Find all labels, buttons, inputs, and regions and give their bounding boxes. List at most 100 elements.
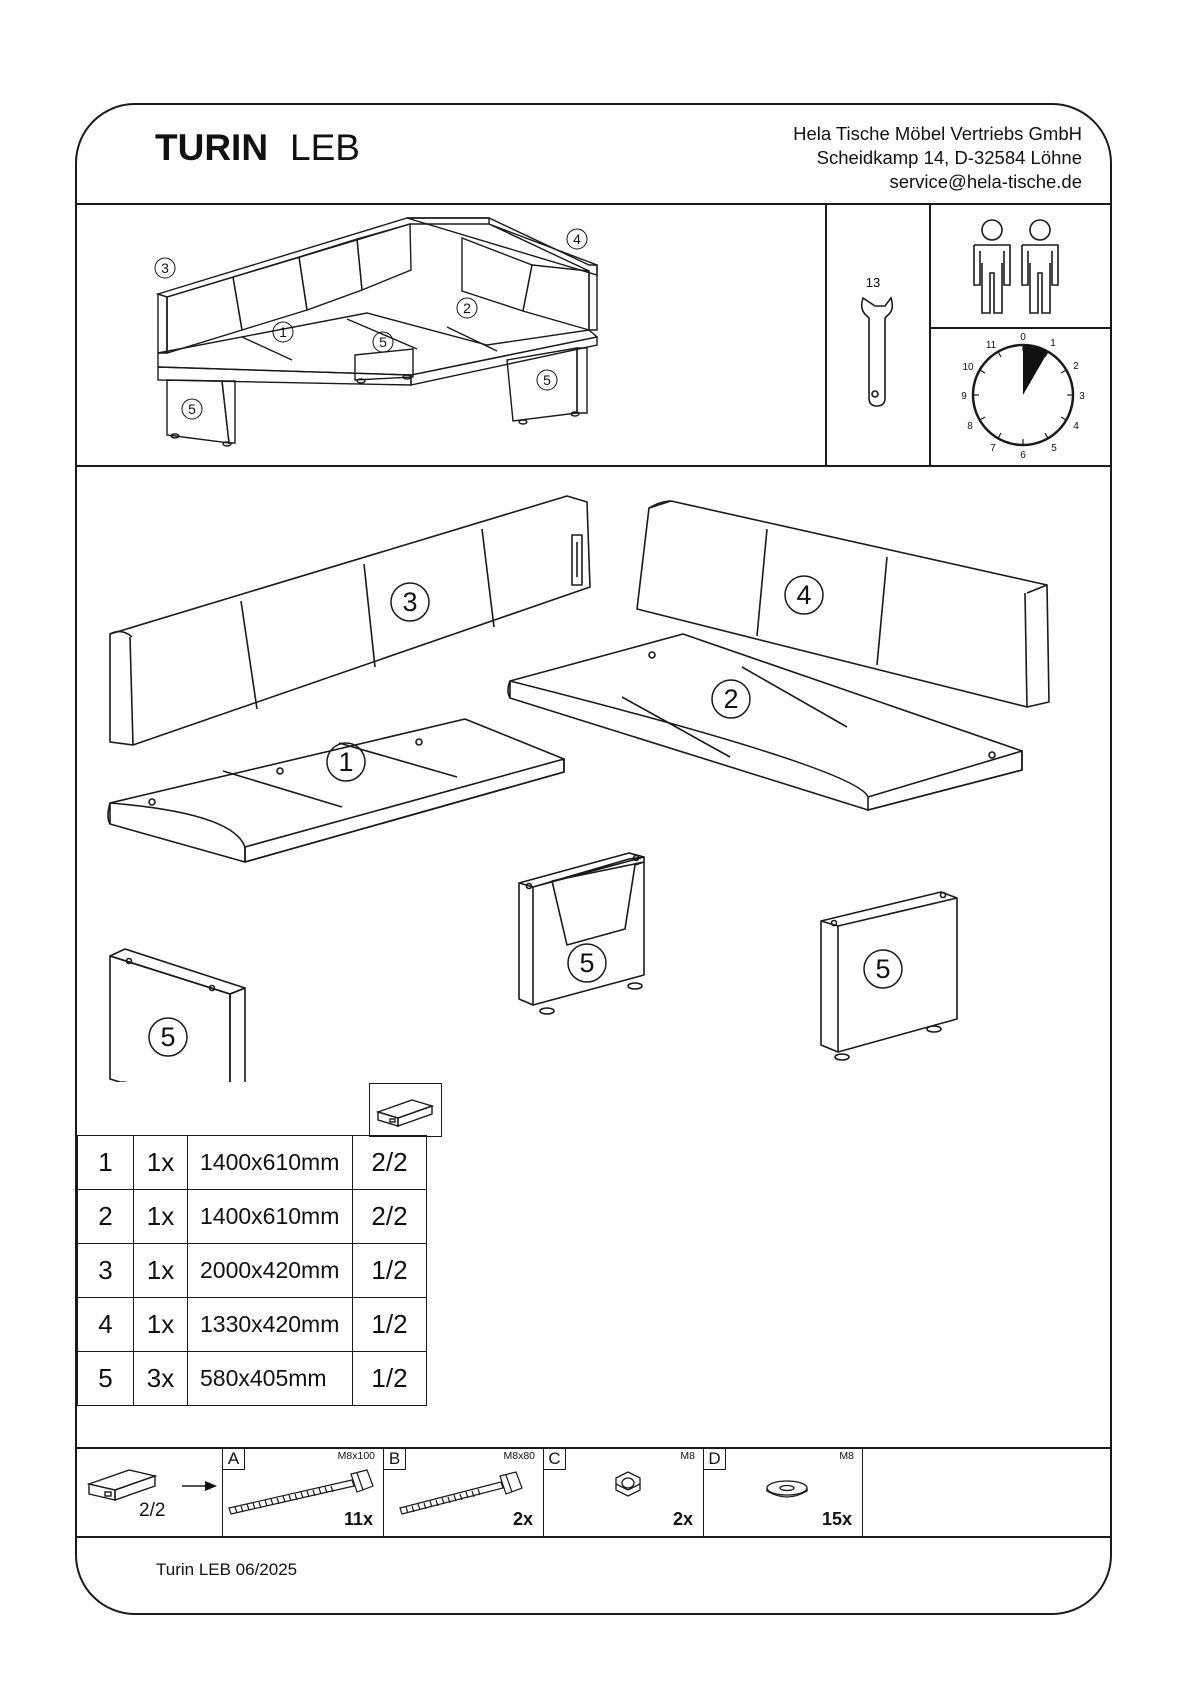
part-label-5: 5 (875, 954, 890, 984)
part-qty: 3x (133, 1351, 188, 1406)
part-dimensions: 2000x420mm (187, 1243, 353, 1298)
part-label-5: 5 (579, 948, 594, 978)
hardware-item-c: C M8 2x (543, 1448, 703, 1536)
part-number: 5 (77, 1351, 134, 1406)
clock-num-9: 9 (961, 391, 967, 402)
part-dimensions: 1400x610mm (187, 1189, 353, 1244)
hardware-top-divider (77, 1447, 1110, 1449)
part-box: 2/2 (352, 1135, 427, 1190)
hardware-box-label: 2/2 (139, 1500, 166, 1521)
header-divider (77, 203, 1110, 205)
hardware-row: 2/2 A M8x100 11x B M8x80 (77, 1448, 1110, 1536)
time-divider (929, 327, 1110, 329)
part-number: 4 (77, 1297, 134, 1352)
hardware-item-b: B M8x80 2x (383, 1448, 543, 1536)
company-address: Hela Tische Möbel Vertriebs GmbH Scheidk… (793, 122, 1082, 194)
hardware-letter: C (544, 1448, 566, 1470)
wrench-icon: 13 (860, 275, 894, 407)
part-number: 2 (77, 1189, 134, 1244)
part-label-4: 4 (796, 580, 811, 610)
persons-divider (929, 203, 931, 465)
company-street: Scheidkamp 14, D-32584 Löhne (816, 147, 1082, 168)
clock-num-4: 4 (1073, 421, 1079, 432)
overview-label-4: 4 (573, 231, 581, 247)
assembly-time-clock-icon: 0 1 2 3 4 5 6 7 8 9 10 11 (961, 332, 1085, 461)
overview-label-3: 3 (161, 260, 169, 276)
part-qty: 1x (133, 1135, 188, 1190)
overview-illustration: 3 4 1 2 5 5 5 (154, 217, 599, 447)
table-row: 5 3x 580x405mm 1/2 (77, 1351, 427, 1406)
leg-panel-middle (518, 852, 645, 1015)
clock-num-7: 7 (990, 443, 996, 454)
hardware-qty: 2x (672, 1509, 693, 1529)
overview-label-2: 2 (463, 300, 471, 316)
backrest-long-part (109, 495, 591, 746)
hardware-letter: B (384, 1448, 406, 1470)
part-label-2: 2 (723, 684, 738, 714)
part-number: 3 (77, 1243, 134, 1298)
box-icon (375, 1099, 435, 1127)
part-label-3: 3 (402, 587, 417, 617)
clock-num-0: 0 (1020, 332, 1026, 343)
table-row: 2 1x 1400x610mm 2/2 (77, 1189, 427, 1244)
hardware-item-a: A M8x100 11x (222, 1448, 383, 1536)
seat-part-1 (107, 718, 565, 863)
part-box: 1/2 (352, 1351, 427, 1406)
hardware-bottom-divider (77, 1536, 1110, 1538)
bolt-icon (228, 1469, 374, 1515)
table-row: 3 1x 2000x420mm 1/2 (77, 1243, 427, 1298)
part-box: 1/2 (352, 1243, 427, 1298)
clock-num-11: 11 (986, 340, 997, 351)
clock-num-2: 2 (1073, 361, 1079, 372)
part-dimensions: 1330x420mm (187, 1297, 353, 1352)
part-label-5: 5 (160, 1022, 175, 1052)
hardware-letter: D (704, 1448, 726, 1470)
table-row: 1 1x 1400x610mm 2/2 (77, 1135, 427, 1190)
overview-divider (77, 465, 1110, 467)
company-name: Hela Tische Möbel Vertriebs GmbH (793, 123, 1082, 144)
box-column-header (369, 1083, 442, 1137)
nut-icon (615, 1471, 641, 1497)
hardware-qty: 2x (512, 1509, 533, 1529)
hardware-spec: M8 (839, 1450, 854, 1462)
hardware-spec: M8 (680, 1450, 695, 1462)
model-name: TURIN (155, 127, 269, 168)
overview-label-5: 5 (188, 401, 196, 417)
part-qty: 1x (133, 1189, 188, 1244)
part-qty: 1x (133, 1243, 188, 1298)
bolt-icon (399, 1471, 523, 1515)
seat-part-2 (507, 633, 1023, 811)
leg-panel-left (109, 948, 246, 1082)
two-persons-icon (973, 219, 1059, 314)
wrench-size-label: 13 (866, 275, 880, 290)
hardware-spec: M8x80 (503, 1450, 535, 1462)
part-number: 1 (77, 1135, 134, 1190)
hardware-box-cell: 2/2 (77, 1448, 222, 1536)
hardware-qty: 15x (821, 1509, 852, 1529)
company-email[interactable]: service@hela-tische.de (889, 171, 1082, 192)
clock-num-6: 6 (1020, 450, 1026, 461)
hardware-qty: 11x (343, 1509, 373, 1529)
part-qty: 1x (133, 1297, 188, 1352)
leg-panel-right (820, 891, 958, 1061)
tools-divider (825, 203, 827, 465)
exploded-parts-illustration: 3 4 1 2 5 5 5 (107, 495, 1050, 1082)
overview-label-1: 1 (279, 324, 287, 340)
part-box: 2/2 (352, 1189, 427, 1244)
box-icon (86, 1469, 217, 1501)
part-label-1: 1 (338, 747, 353, 777)
clock-num-1: 1 (1050, 338, 1056, 349)
parts-table: 1 1x 1400x610mm 2/2 2 1x 1400x610mm 2/2 … (77, 1135, 427, 1406)
footer-version: Turin LEB 06/2025 (156, 1560, 298, 1579)
backrest-short-part (636, 500, 1050, 708)
overview-label-5: 5 (543, 372, 551, 388)
hardware-letter: A (223, 1448, 245, 1470)
clock-num-3: 3 (1079, 391, 1085, 402)
overview-label-5: 5 (379, 334, 387, 350)
part-box: 1/2 (352, 1297, 427, 1352)
clock-num-10: 10 (962, 362, 974, 373)
hardware-spec: M8x100 (337, 1450, 375, 1462)
part-dimensions: 1400x610mm (187, 1135, 353, 1190)
